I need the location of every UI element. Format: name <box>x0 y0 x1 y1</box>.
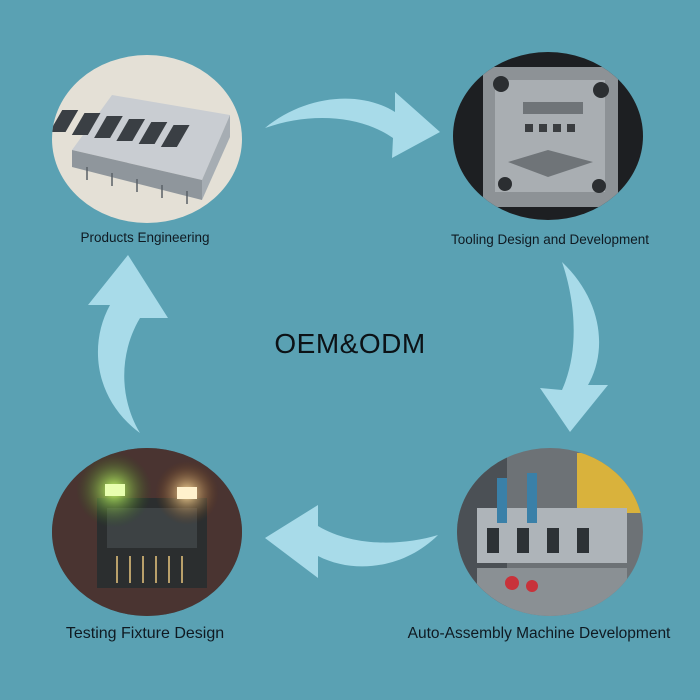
products-engineering-image <box>52 55 242 223</box>
arrow-top <box>265 92 440 158</box>
arrow-right <box>540 262 608 432</box>
step-label-auto-assembly: Auto-Assembly Machine Development <box>407 625 671 642</box>
auto-assembly-machine-image <box>457 448 643 616</box>
step-label-products-engineering: Products Engineering <box>80 230 210 245</box>
arrow-bottom <box>265 505 438 578</box>
step-label-testing-fixture: Testing Fixture Design <box>65 625 225 642</box>
tooling-design-image <box>453 52 643 220</box>
center-title: OEM&ODM <box>274 328 426 359</box>
step-label-tooling-design: Tooling Design and Development <box>450 232 650 247</box>
arrow-left <box>88 255 168 433</box>
testing-fixture-image <box>52 448 242 616</box>
